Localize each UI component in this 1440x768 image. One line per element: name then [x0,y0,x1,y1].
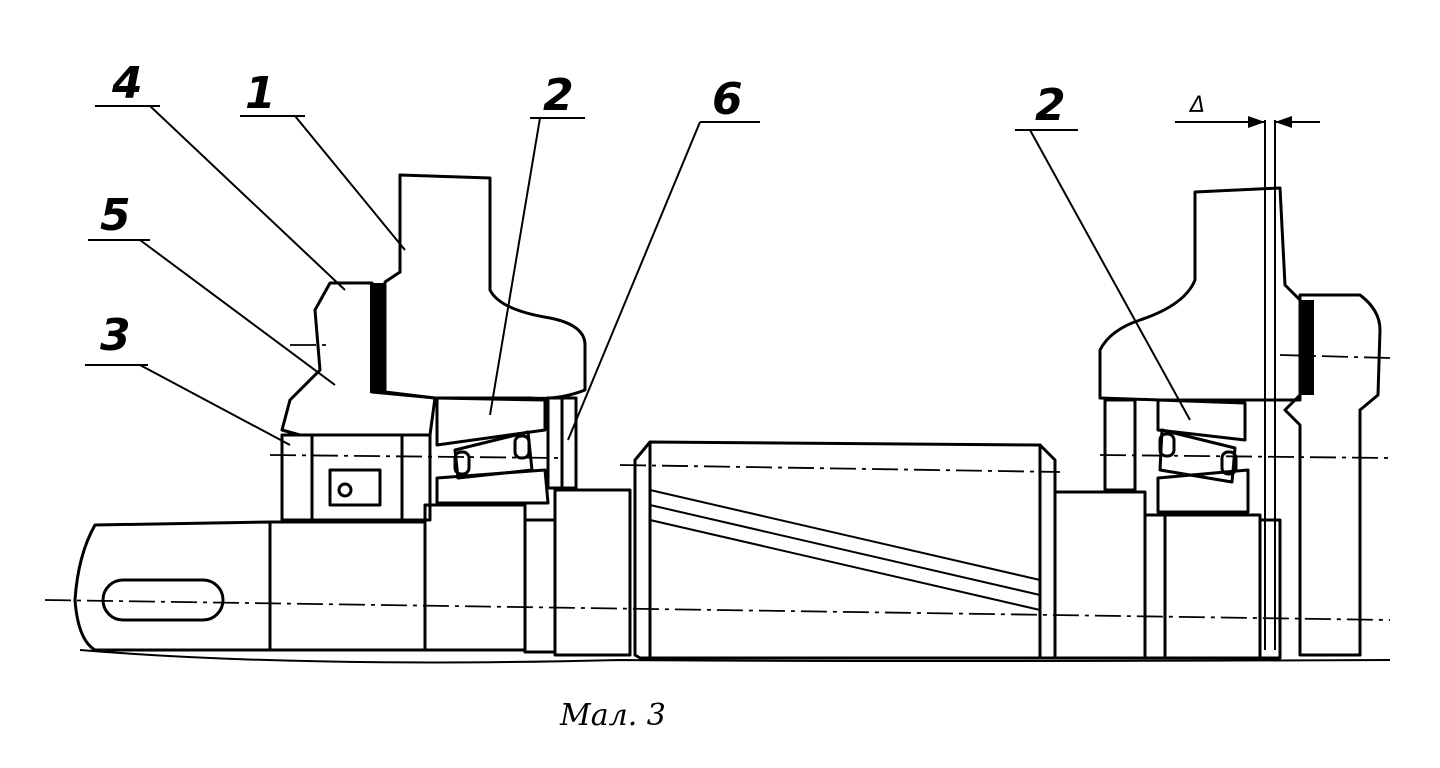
delta-label: Δ [1188,93,1205,118]
clearance-dimension: Δ [1175,93,1320,650]
label-2-left: 2 [543,70,574,121]
cover-right [1283,293,1382,657]
bearing-left-outer-ring [435,396,547,447]
seal-ring [280,433,314,522]
gear-pitch-line [619,464,1061,473]
bearing-right-roller [1158,428,1237,484]
leader-2-right [1029,129,1191,421]
leader-1 [294,115,406,251]
seal-spring-cavity [328,468,382,507]
bearing-right-outer-ring [1156,398,1247,442]
bearing-right [1103,398,1250,514]
bearing-left-roller [453,430,534,480]
bearing-left [435,396,550,505]
left-bearing-axis [269,454,561,459]
bearing-right-inner-ring [1156,468,1250,514]
leader-3 [139,364,291,446]
label-6: 6 [712,74,743,125]
shaft-break-line [79,649,1391,664]
shaft-shoulder-right [1143,513,1167,660]
tooth-line [649,519,1041,611]
shaft-seal-step [268,520,427,652]
shaft-collar-left [553,488,632,657]
shaft-shoulder-left [523,518,557,654]
leader-4 [149,105,346,291]
arrow-head-icon [1275,116,1292,128]
leader-5 [139,239,336,386]
label-2-right: 2 [1035,80,1066,131]
shaft-end-section [73,520,272,652]
callouts: 4 1 2 6 5 3 2 [85,58,1191,446]
figure-caption: Мал. 3 [560,698,666,733]
cover-left [280,281,437,437]
label-3: 3 [100,310,131,361]
leader-6 [567,121,701,441]
shaft-bearing-seat-right [1163,513,1262,660]
housing-right-section [1098,186,1302,402]
label-1: 1 [245,68,276,119]
spacer-ring-6 [546,396,578,490]
pinion-body [633,440,1057,660]
shaft [73,488,1391,664]
housing-right [1098,186,1302,402]
seal-spacer [400,433,432,522]
bearing-right-roller-end [1220,450,1238,476]
leader-2-left [489,117,541,416]
right-cover-axis [1279,354,1391,359]
seal-spring [337,482,353,498]
label-4: 4 [111,58,143,109]
bearing-left-roller-end [453,450,471,476]
gasket-right [1300,300,1314,395]
tooth-line [649,489,1041,581]
housing-left-section [383,173,587,400]
seal-body [310,433,404,522]
pinion-gear [633,440,1057,660]
bearing-right-roller-end [1158,432,1176,458]
shaft-axis-line [44,599,1391,621]
shaft-collar-right [1053,490,1147,660]
spacer-ring-inner [560,396,578,490]
cover-left-section [280,281,437,437]
right-bearing-axis [1099,454,1391,459]
arrow-head-icon [1248,116,1265,128]
cover-right-section [1283,293,1382,657]
housing-left [383,173,587,400]
keyway [101,578,225,622]
seal-left [280,433,432,522]
gasket-left [370,283,384,393]
shaft-end-right [1258,518,1282,660]
shaft-bearing-seat-left [423,503,527,652]
right-spacer [1103,398,1137,492]
bearing-left-roller-end [513,434,531,460]
tooth-line [649,504,1041,596]
label-5: 5 [100,190,131,241]
spacer-ring-outer [546,396,564,490]
center-lines [44,344,1391,621]
